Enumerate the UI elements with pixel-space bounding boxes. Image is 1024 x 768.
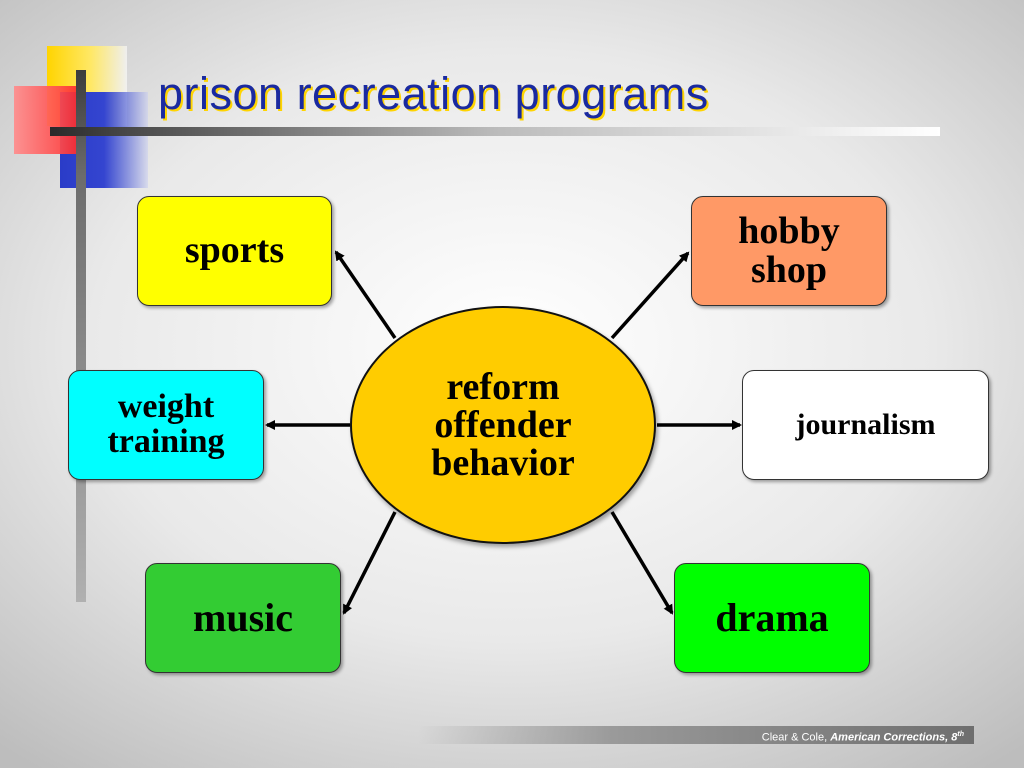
- node-weight-training-label-line-2: training: [107, 423, 225, 460]
- node-hobby-shop-label-line-2: shop: [750, 249, 828, 291]
- node-drama: drama: [674, 563, 870, 673]
- node-weight-training-label-line-1: weight: [117, 388, 215, 426]
- arrow-to-drama: [610, 511, 674, 615]
- center-node-label-line-1: reform: [446, 366, 560, 408]
- decorative-title-underline: [50, 127, 940, 136]
- node-weight-training: weight training: [68, 370, 264, 480]
- footer-citation: Clear & Cole, American Corrections, 8th: [418, 726, 974, 744]
- node-sports: sports: [137, 196, 332, 306]
- center-node-label-line-2: offender: [434, 404, 572, 446]
- footer-authors: Clear & Cole,: [761, 731, 828, 744]
- node-music-label: music: [193, 595, 293, 640]
- arrow-to-music: [342, 511, 397, 615]
- node-journalism-label: journalism: [795, 407, 936, 441]
- center-node-label-line-3: behavior: [431, 442, 575, 484]
- decorative-red-square: [14, 86, 78, 154]
- arrow-to-hobby-shop: [610, 251, 690, 340]
- node-hobby-shop: hobby shop: [691, 196, 887, 306]
- arrow-to-sports: [334, 250, 397, 339]
- node-music: music: [145, 563, 341, 673]
- node-journalism: journalism: [742, 370, 989, 480]
- slide-title: prison recreation programs: [158, 68, 709, 119]
- decorative-vertical-bar: [76, 70, 86, 602]
- footer-edition-suffix-text: th: [957, 731, 964, 738]
- node-drama-label: drama: [715, 594, 829, 640]
- node-hobby-shop-label-line-1: hobby: [738, 210, 840, 253]
- node-sports-label: sports: [184, 229, 285, 271]
- footer-edition-suffix: th: [957, 731, 964, 738]
- center-node: reform offender behavior: [350, 306, 656, 544]
- footer-book-title: American Corrections, 8: [830, 731, 958, 744]
